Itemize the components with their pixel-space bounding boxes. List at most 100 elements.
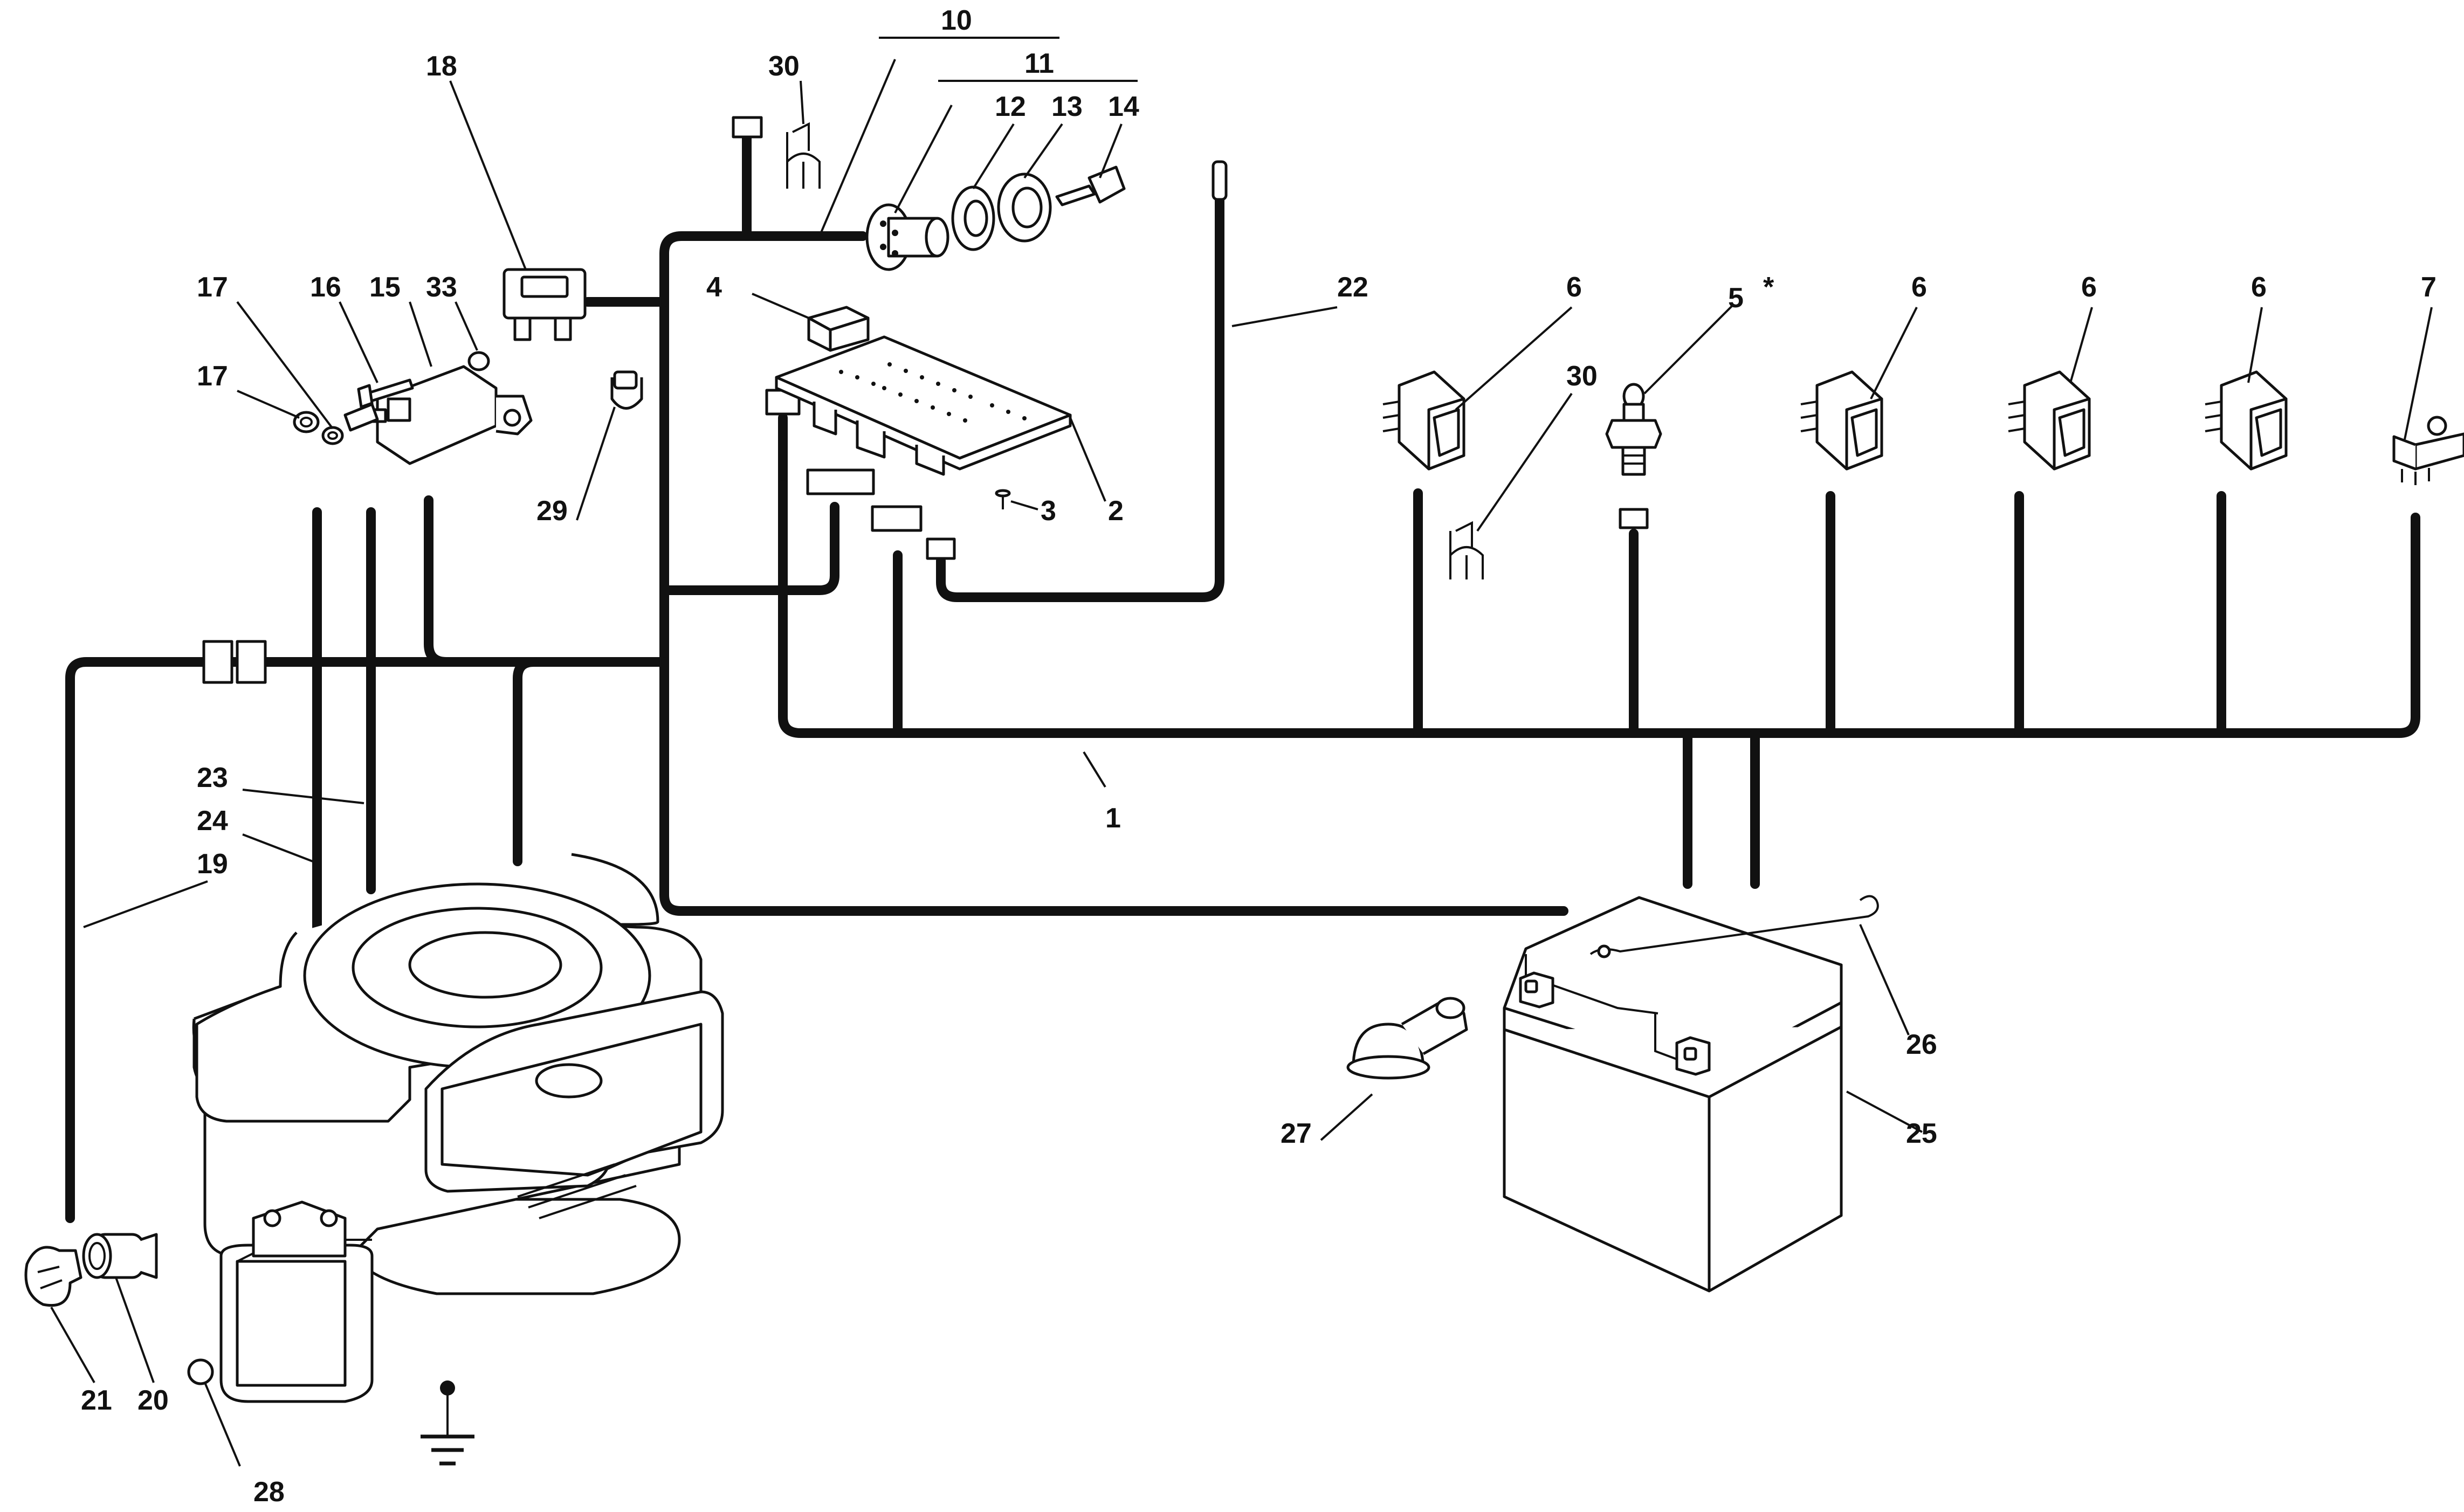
bulb-21: [24, 1246, 82, 1307]
callout-24: 24: [197, 805, 228, 837]
leader-6b: [1870, 307, 1918, 399]
callout-17b: 17: [197, 361, 228, 392]
callout-11: 11: [1024, 48, 1054, 79]
callout-14: 14: [1108, 91, 1139, 122]
callout-25: 25: [1906, 1118, 1937, 1149]
leader-2: [1069, 417, 1106, 502]
leader-20: [115, 1277, 155, 1383]
leader-6c: [2069, 307, 2093, 383]
connector-sensor-5: [1619, 508, 1649, 529]
callout-27: 27: [1281, 1118, 1312, 1149]
cable-clip-30-top: [786, 122, 821, 189]
callout-7: 7: [2421, 272, 2437, 303]
leader-16: [339, 301, 378, 383]
leader-23: [242, 789, 364, 804]
callout-30b: 30: [1566, 361, 1598, 392]
leader-17a: [236, 301, 334, 430]
callout-29: 29: [536, 495, 568, 527]
connector-pcb-b: [806, 468, 875, 495]
leader-17b: [237, 390, 300, 419]
leader-25: [1846, 1090, 1923, 1133]
bezel-13: [997, 172, 1052, 243]
callout-26: 26: [1906, 1029, 1937, 1060]
callout-12: 12: [995, 91, 1026, 122]
callout-21: 21: [81, 1385, 112, 1416]
nut-17-b: [321, 426, 344, 445]
harness-to-battery: [659, 657, 1568, 916]
leader-28: [204, 1382, 241, 1467]
callout-13: 13: [1051, 91, 1083, 122]
harness-trunk-right: [778, 480, 2420, 738]
rocker-switch-18: [503, 268, 587, 341]
wire-terminal-22: [1212, 160, 1228, 201]
leader-13: [1023, 123, 1063, 179]
callout-17a: 17: [197, 272, 228, 303]
leader-30a: [800, 80, 804, 125]
leader-19: [83, 880, 208, 928]
sensor-5: [1605, 383, 1662, 476]
connector-pcb-c: [871, 505, 923, 532]
leader-lines: [50, 37, 2433, 1467]
leader-15: [409, 301, 432, 367]
leader-5: [1643, 303, 1735, 395]
terminal-cover-27: [1346, 997, 1468, 1080]
cable-clip-30-mid: [1449, 521, 1484, 579]
callout-10: 10: [941, 5, 972, 36]
key-14: [1055, 165, 1126, 206]
leader-18: [449, 80, 527, 270]
harness-to-pcb: [659, 502, 839, 595]
starter-solenoid-15: [343, 365, 533, 465]
callout-28: 28: [253, 1476, 285, 1508]
connectors: [202, 116, 1649, 684]
callout-20: 20: [137, 1385, 169, 1416]
leader-12: [972, 123, 1015, 190]
battery-25: [1503, 896, 1843, 1293]
screw-3: [995, 489, 1011, 509]
leader-6d: [2247, 307, 2263, 383]
switch-6d: [2205, 370, 2288, 471]
leader-3: [1010, 500, 1038, 510]
leader-1: [1083, 751, 1106, 788]
callout-6b: 6: [1911, 272, 1927, 303]
harness-engine-drop: [513, 657, 539, 866]
harness-solenoid: [424, 495, 451, 667]
leader-11: [894, 105, 953, 213]
leader-29: [576, 406, 616, 521]
leader-14: [1099, 123, 1123, 178]
battery-bracket-26: [1589, 895, 1879, 958]
lock-nut-12: [951, 185, 995, 251]
leader-10: [818, 59, 896, 237]
nut-33: [467, 351, 490, 371]
connector-pcb-d: [926, 537, 956, 560]
micro-switch-7: [2392, 416, 2464, 485]
leader-26: [1859, 924, 1910, 1035]
connector-left-b: [236, 640, 267, 684]
cable-clip-29: [610, 370, 643, 410]
leader-30b: [1476, 392, 1573, 532]
switch-6a: [1382, 370, 1465, 471]
bolt-16: [357, 378, 414, 409]
leader-4: [752, 293, 809, 319]
switch-6c: [2008, 370, 2091, 471]
leader-22: [1231, 306, 1338, 327]
callout-18: 18: [426, 51, 457, 82]
callout-1: 1: [1105, 803, 1121, 834]
leader-33: [455, 301, 478, 351]
callout-30a: 30: [768, 51, 800, 82]
callouts: 1 2 3 4 5 * 6 6 6 6 7 10 11 12 13 14 15 …: [81, 5, 2437, 1508]
connector-top-30: [732, 116, 763, 139]
callout-5-asterisk: *: [1763, 272, 1774, 303]
wiring-harness: [65, 125, 2420, 1223]
leader-24: [242, 833, 313, 862]
switch-6b: [1800, 370, 1883, 471]
engine: [192, 853, 724, 1403]
callout-5: 5: [1728, 282, 1744, 314]
bulb-socket-20: [82, 1233, 158, 1279]
callout-15: 15: [369, 272, 401, 303]
ignition-switch-12: [865, 203, 949, 271]
leader-6a: [1455, 306, 1573, 411]
callout-19: 19: [197, 848, 228, 880]
nut-28: [187, 1358, 214, 1385]
circuit-board-2: [775, 335, 1072, 476]
